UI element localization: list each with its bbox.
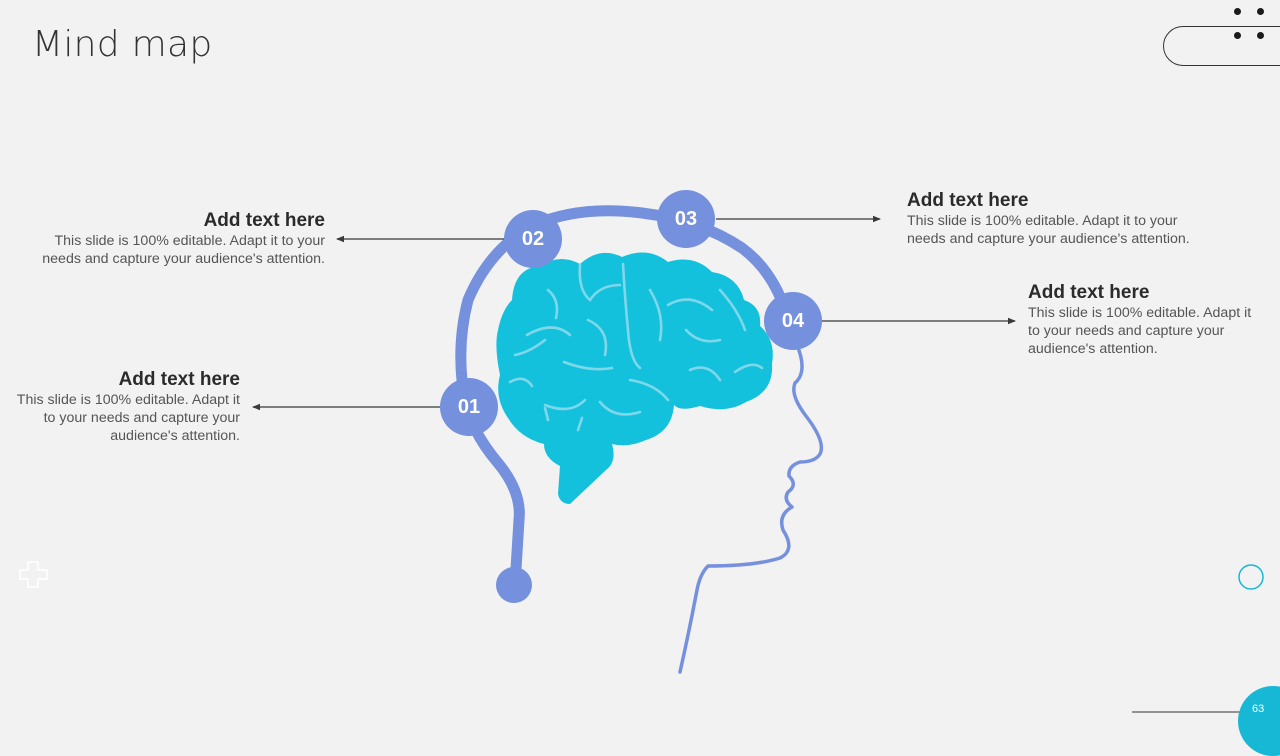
decorative-dot: [1257, 8, 1264, 15]
text-block-heading: Add text here: [1028, 282, 1150, 303]
text-block-heading: Add text here: [203, 210, 325, 231]
text-block-01: Add text here This slide is 100% editabl…: [14, 369, 240, 445]
mind-map-arc: [455, 205, 792, 591]
decorative-dot: [1257, 32, 1264, 39]
decorative-dot: [1234, 8, 1241, 15]
text-block-body: This slide is 100% editable. Adapt it to…: [16, 392, 240, 444]
node-badge-03: 03: [657, 190, 715, 248]
node-badge-02: 02: [504, 210, 562, 268]
text-block-body: This slide is 100% editable. Adapt it to…: [42, 233, 325, 267]
page-number: 63: [1252, 703, 1265, 715]
head-profile-icon: [678, 343, 824, 674]
plus-icon: [19, 561, 48, 588]
circle-outline-icon: [1238, 564, 1264, 590]
text-block-heading: Add text here: [118, 369, 240, 390]
text-block-heading: Add text here: [907, 190, 1029, 211]
text-block-04: Add text here This slide is 100% editabl…: [1028, 282, 1256, 358]
node-badge-01: 01: [440, 378, 498, 436]
decorative-pill: [1163, 26, 1280, 66]
text-block-02: Add text here This slide is 100% editabl…: [24, 210, 325, 268]
slide-title: Mind map: [32, 24, 213, 65]
text-block-03: Add text here This slide is 100% editabl…: [907, 190, 1207, 248]
text-block-body: This slide is 100% editable. Adapt it to…: [1028, 305, 1252, 357]
arc-end-dot: [496, 567, 532, 603]
brain-icon: [496, 252, 773, 504]
decorative-dot: [1234, 32, 1241, 39]
mind-map-diagram: [19, 205, 1264, 713]
node-badge-04: 04: [764, 292, 822, 350]
text-block-body: This slide is 100% editable. Adapt it to…: [907, 213, 1190, 247]
